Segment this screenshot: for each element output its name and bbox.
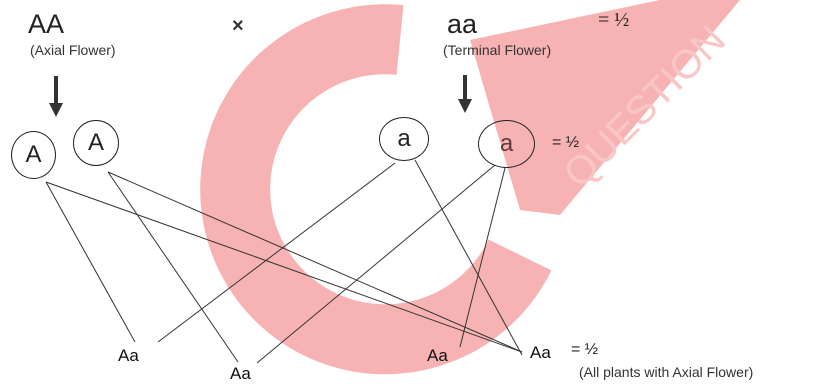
ratio-top: = ½ [598,9,630,31]
parent-right-phenotype: (Terminal Flower) [443,42,552,58]
gamete-right-2: a [478,120,535,168]
cross-line [107,171,523,353]
gamete-left-2: A [73,120,119,166]
gamete-right-1: a [379,117,429,161]
gamete-left-1: A [11,131,56,179]
cross-symbol: × [232,15,244,37]
ratio-offspring: = ½ [571,341,599,358]
offspring-1: Aa [118,346,139,365]
cross-line [414,159,523,356]
parent-left-genotype: AA [28,9,65,39]
watermark-swoosh [470,0,740,215]
ratio-gametes: = ½ [552,134,580,151]
arrow-down-icon [458,75,472,113]
offspring-3: Aa [427,346,448,365]
cross-line [45,181,136,343]
offspring-4: Aa [530,343,551,362]
cross-line [45,181,523,353]
offspring-2: Aa [230,364,251,383]
cross-line [107,171,239,363]
cross-line [256,164,496,364]
cross-line [459,167,506,348]
parent-left-phenotype: (Axial Flower) [30,42,116,58]
offspring-note: (All plants with Axial Flower) [579,364,754,380]
parent-right-genotype: aa [447,9,478,39]
arrow-down-icon [49,76,63,117]
cross-line [157,162,396,343]
